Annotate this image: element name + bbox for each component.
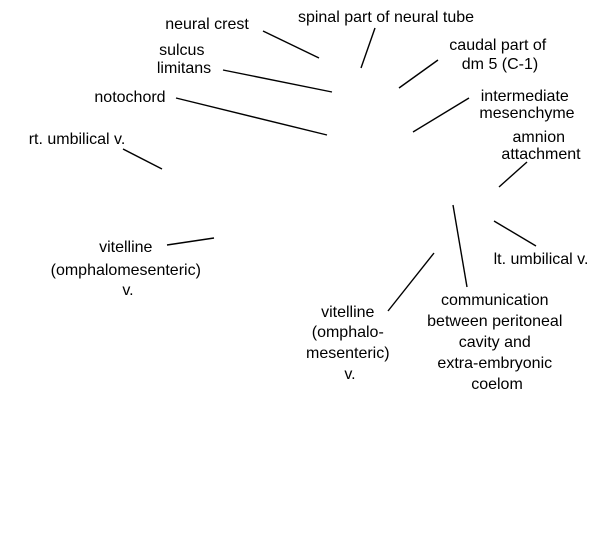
label-lt-umbilical-v: lt. umbilical v. [494,251,589,268]
label-communication-line-4: extra-embryonic [437,355,552,372]
label-notochord: notochord [94,89,165,106]
label-rt-umbilical-v: rt. umbilical v. [29,131,126,148]
leader-line-rt-umbilical-v [122,148,163,170]
leader-line-vitelline-left [166,237,215,246]
label-vitelline-left-line-1: vitelline [99,239,152,256]
label-communication-line-5: coelom [471,376,523,393]
label-sulcus-limitans: sulcus limitans [157,42,211,77]
leader-line-spinal-part-neural-tube [360,27,376,69]
leader-line-communication [452,204,468,288]
label-amnion-attachment-line-1: amnion [513,129,565,146]
leader-line-vitelline-center [387,252,435,312]
label-vitelline-center: vitelline (omphalo- mesenteric) v. [306,304,394,383]
label-caudal-part-dm5-line-2: dm 5 (C-1) [462,56,538,73]
label-spinal-part-neural-tube: spinal part of neural tube [298,9,474,26]
label-vitelline-center-line-3: mesenteric) [306,345,390,362]
label-vitelline-center-line-2: (omphalo- [312,324,384,341]
label-intermediate-mesenchyme-line-1: intermediate [481,88,569,105]
leader-line-amnion-attachment [498,161,528,188]
leader-line-notochord [175,97,328,136]
leader-line-neural-crest [262,30,320,59]
label-intermediate-mesenchyme: intermediate mesenchyme [479,88,574,122]
label-vitelline-left-line-2: (omphalomesenteric) [51,262,201,279]
label-communication: communication between peritoneal cavity … [427,292,567,393]
label-amnion-attachment: amnion attachment [501,129,581,163]
label-amnion-attachment-line-2: attachment [501,146,581,163]
label-vitelline-left-line-3: v. [122,282,133,299]
leader-line-sulcus-limitans [222,69,333,93]
label-vitelline-center-line-1: vitelline [321,304,374,321]
label-communication-line-1: communication [441,292,549,309]
label-neural-crest: neural crest [165,16,249,33]
leader-line-lt-umbilical-v [493,220,537,247]
leader-line-caudal-part-dm5 [398,59,439,89]
label-vitelline-center-line-4: v. [344,366,355,383]
label-communication-line-2: between peritoneal [427,313,562,330]
label-communication-line-3: cavity and [459,334,531,351]
label-sulcus-limitans-line-1: sulcus [159,42,204,59]
label-vitelline-left: vitelline (omphalomesenteric) v. [51,239,206,299]
label-sulcus-limitans-line-2: limitans [157,60,211,77]
label-caudal-part-dm5-line-1: caudal part of [449,37,547,54]
label-caudal-part-dm5: caudal part of dm 5 (C-1) [449,37,550,73]
label-intermediate-mesenchyme-line-2: mesenchyme [479,105,574,122]
leader-line-intermediate-mesenchyme [412,97,470,133]
